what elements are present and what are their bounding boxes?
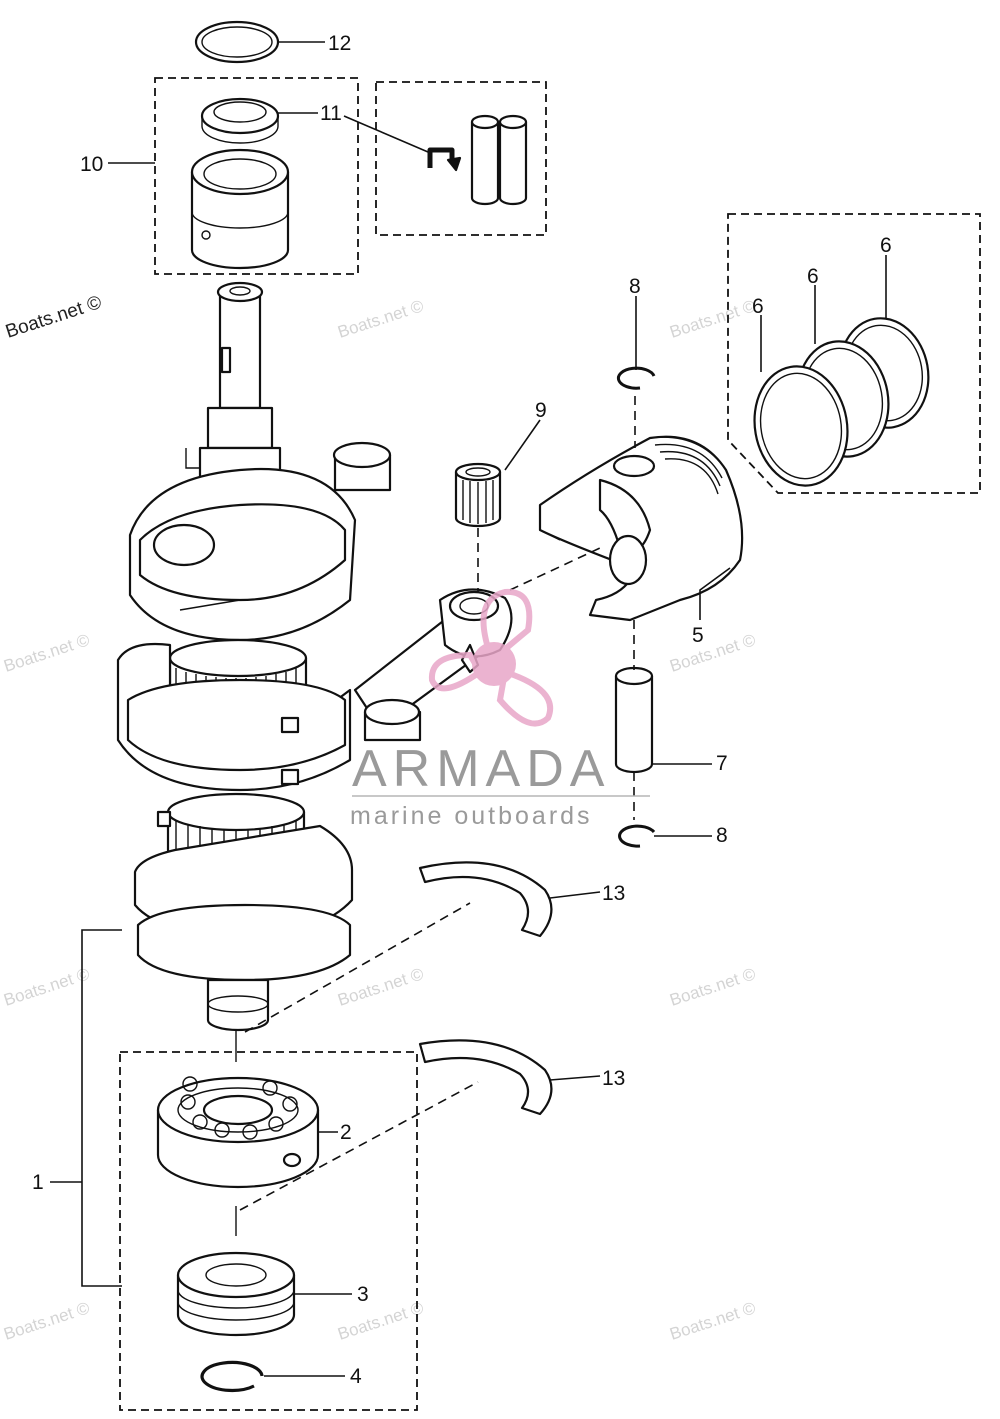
callout-6-front: 6 bbox=[752, 295, 764, 318]
watermark-text: Boats.net © bbox=[1, 964, 92, 1010]
watermark-text: Boats.net © bbox=[1, 1298, 92, 1344]
logo-name: ARMADA bbox=[352, 740, 610, 798]
connecting-rod bbox=[353, 588, 513, 742]
watermark-text: Boats.net © bbox=[1, 630, 92, 676]
part-4-circlip bbox=[200, 1360, 264, 1393]
watermark-text: Boats.net © bbox=[667, 964, 758, 1010]
group-box-piston-rings bbox=[727, 213, 981, 494]
callout-13-lower: 13 bbox=[602, 1067, 625, 1090]
callout-10: 10 bbox=[80, 153, 103, 176]
part-1-crankshaft bbox=[116, 281, 392, 1032]
callout-8-lower: 8 bbox=[716, 824, 728, 847]
watermark-text: Boats.net © bbox=[335, 296, 426, 342]
alignment-lines bbox=[235, 396, 636, 1236]
part-13-thrust-washer-upper bbox=[418, 861, 553, 938]
callout-labels: 12 11 10 8 9 6 6 6 5 7 8 13 13 2 1 3 4 bbox=[32, 32, 892, 1388]
callout-6-middle: 6 bbox=[807, 265, 819, 288]
lubricant-symbol bbox=[427, 114, 528, 206]
watermark-text: Boats.net © bbox=[667, 1298, 758, 1344]
watermark-main: Boats.net © bbox=[3, 292, 104, 343]
callout-6-back: 6 bbox=[880, 234, 892, 257]
part-6-piston-rings bbox=[753, 317, 930, 487]
callout-9: 9 bbox=[535, 399, 547, 422]
watermark-text: Boats.net © bbox=[335, 1298, 426, 1344]
group-box-bearing-assembly bbox=[154, 77, 359, 275]
group-box-lower-bearing bbox=[119, 1051, 418, 1411]
watermark-text: Boats.net © bbox=[667, 630, 758, 676]
part-2-ball-bearing bbox=[156, 1076, 320, 1189]
callout-12: 12 bbox=[328, 32, 351, 55]
part-11-roller-bearing bbox=[200, 97, 280, 144]
watermark-text: Boats.net © bbox=[335, 964, 426, 1010]
group-box-lubricant bbox=[375, 81, 547, 236]
callout-1: 1 bbox=[32, 1171, 44, 1194]
callout-5: 5 bbox=[692, 624, 704, 647]
callout-7: 7 bbox=[716, 752, 728, 775]
part-9-needle-bearing bbox=[454, 462, 502, 528]
callout-4: 4 bbox=[350, 1365, 362, 1388]
part-12-ring bbox=[194, 20, 280, 64]
logo-tagline: marine outboards bbox=[350, 802, 593, 830]
callout-3: 3 bbox=[357, 1283, 369, 1306]
part-7-piston-pin bbox=[614, 666, 654, 774]
part-10-bearing-sleeve bbox=[190, 148, 290, 270]
part-3-oil-seal bbox=[176, 1251, 296, 1337]
part-5-piston bbox=[538, 435, 744, 622]
callout-11: 11 bbox=[320, 102, 342, 125]
propeller-icon bbox=[428, 588, 554, 727]
callout-8-upper: 8 bbox=[629, 275, 641, 298]
part-8-circlip-upper bbox=[616, 366, 656, 390]
leader-lines bbox=[50, 41, 887, 1377]
part-13-thrust-washer-lower bbox=[418, 1039, 553, 1116]
armada-logo: ARMADA marine outboards bbox=[350, 588, 650, 830]
watermark-text: Boats.net © bbox=[667, 296, 758, 342]
callout-13-upper: 13 bbox=[602, 882, 625, 905]
callout-2: 2 bbox=[340, 1121, 352, 1144]
part-8-circlip-lower bbox=[618, 824, 656, 848]
